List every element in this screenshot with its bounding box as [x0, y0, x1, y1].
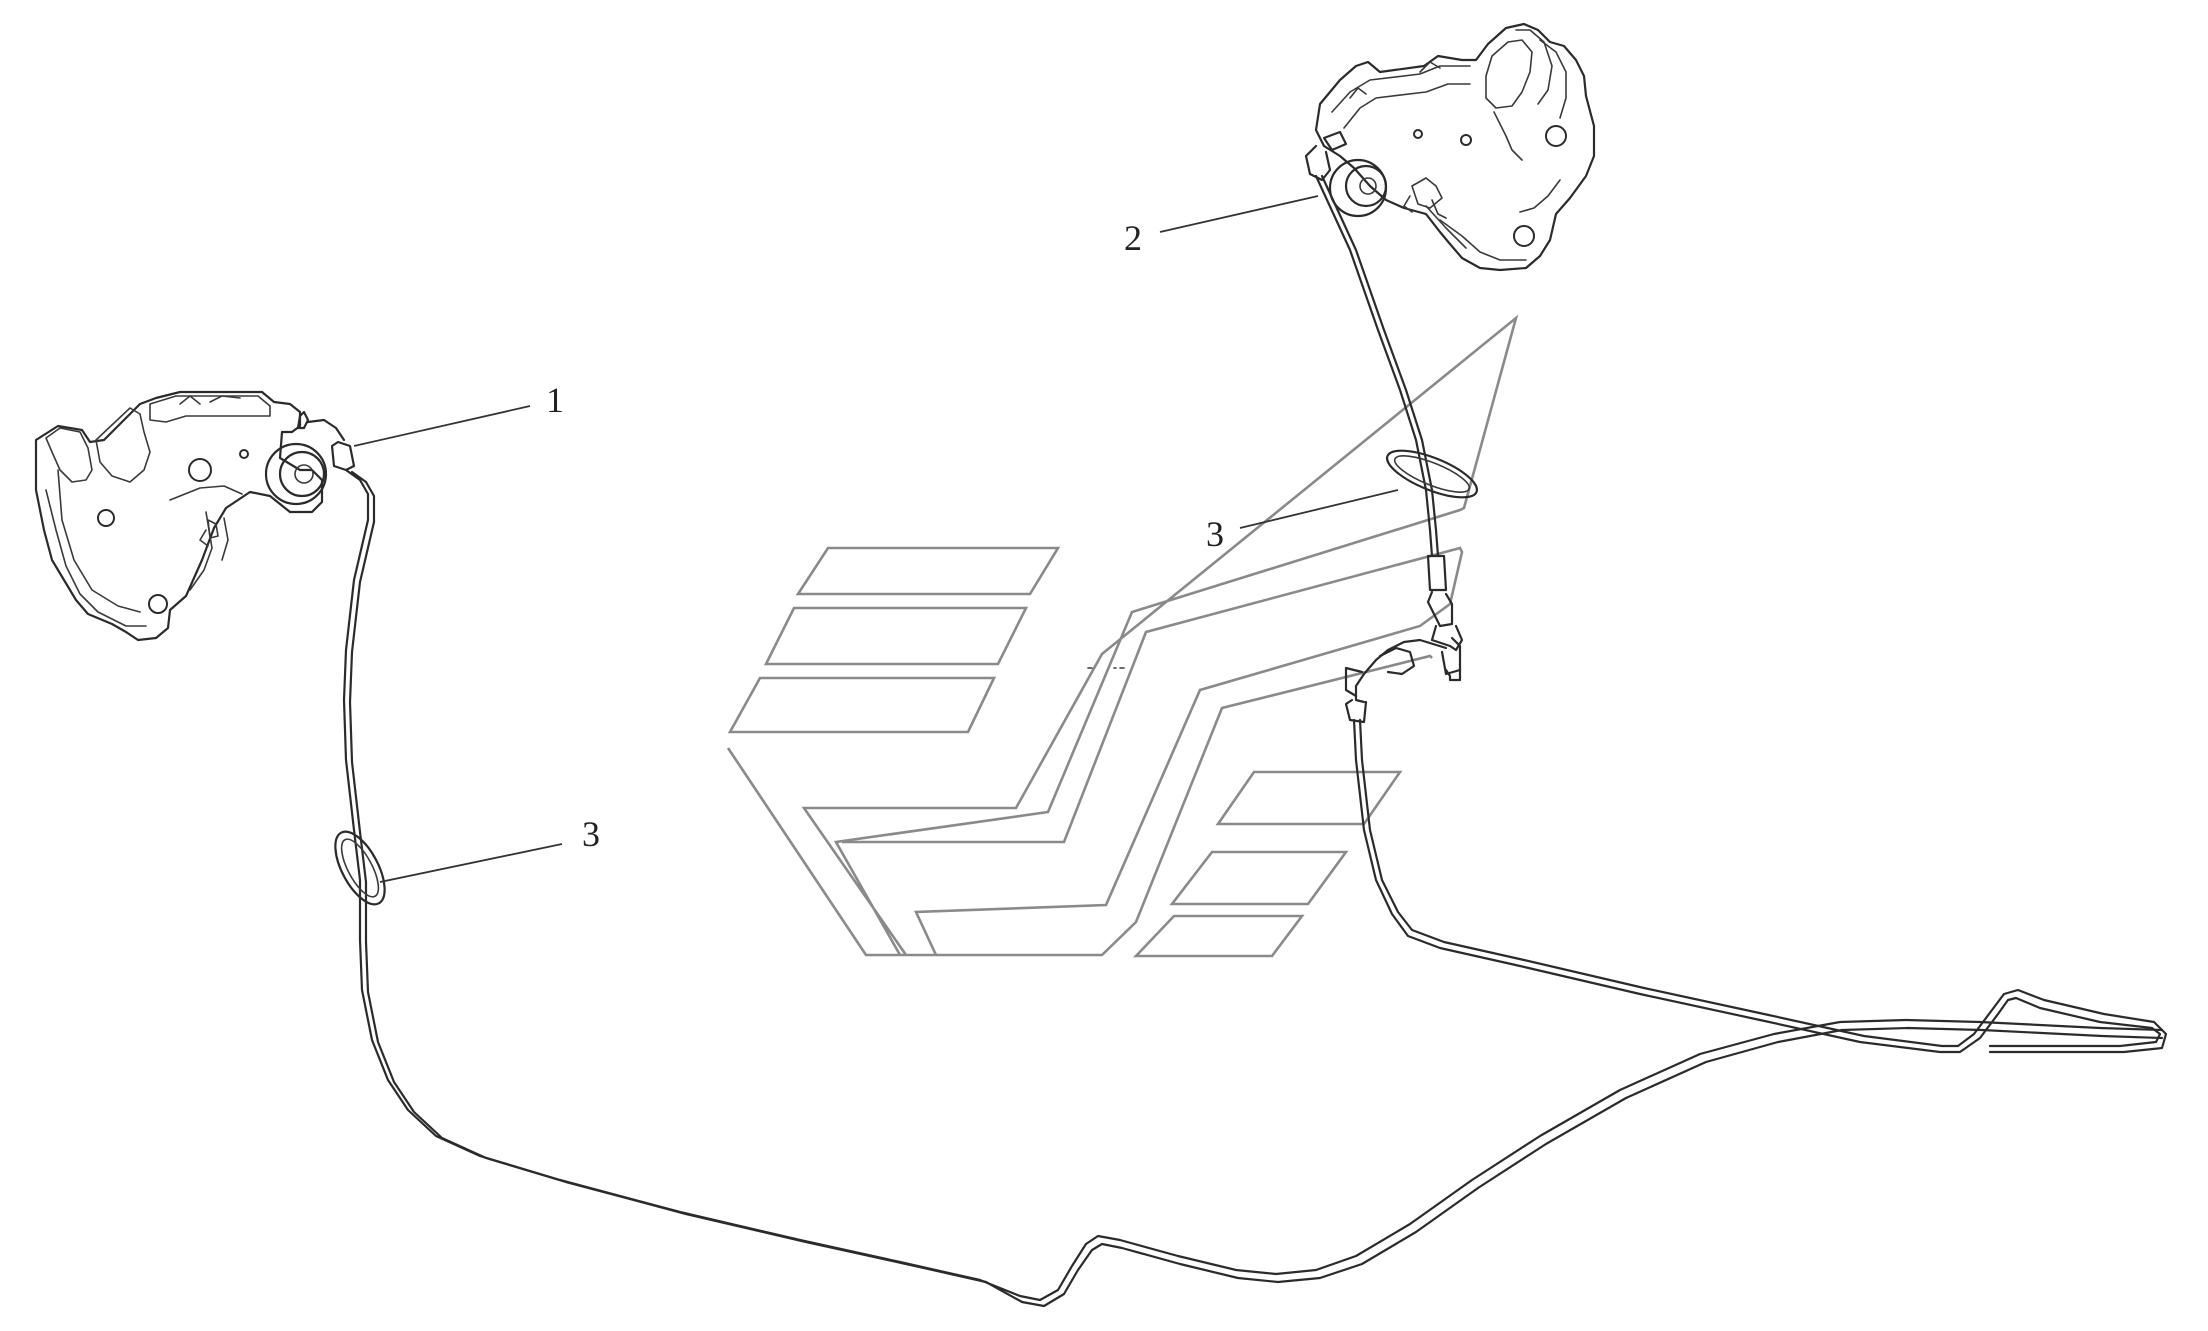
- watermark-logo: [726, 314, 1519, 958]
- right-release-cable: [1314, 174, 2168, 1054]
- leader-2: [1159, 195, 1319, 233]
- callout-3-lower: 3: [582, 814, 600, 854]
- right-hood-latch: [1304, 22, 1596, 272]
- leader-1: [353, 405, 531, 447]
- left-release-cable: [334, 468, 2164, 1308]
- left-hood-latch: [34, 390, 356, 642]
- leader-lines: [353, 195, 1399, 883]
- callout-2: 2: [1124, 218, 1142, 258]
- callout-3-upper: 3: [1206, 514, 1224, 554]
- leader-3-upper: [1239, 489, 1399, 529]
- leader-3-lower: [379, 843, 563, 883]
- callout-1: 1: [546, 380, 564, 420]
